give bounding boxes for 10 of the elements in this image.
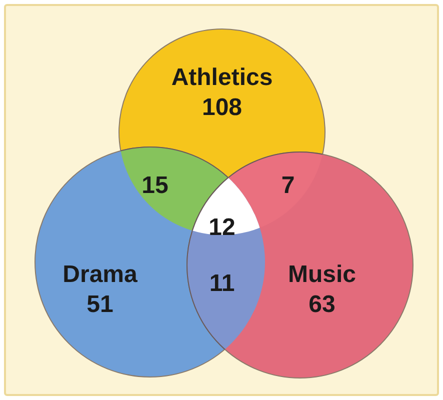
overlap-count: 12 (208, 214, 236, 242)
overlap-count: 15 (142, 172, 168, 200)
overlap-count: 11 (209, 270, 235, 298)
set-count: 51 (86, 291, 114, 319)
set-name: Athletics (171, 64, 273, 92)
overlap-count: 7 (281, 172, 295, 200)
set-count: 108 (202, 94, 242, 122)
set-name: Drama (62, 261, 138, 289)
set-name: Music (288, 261, 356, 289)
set-count: 63 (308, 291, 336, 319)
